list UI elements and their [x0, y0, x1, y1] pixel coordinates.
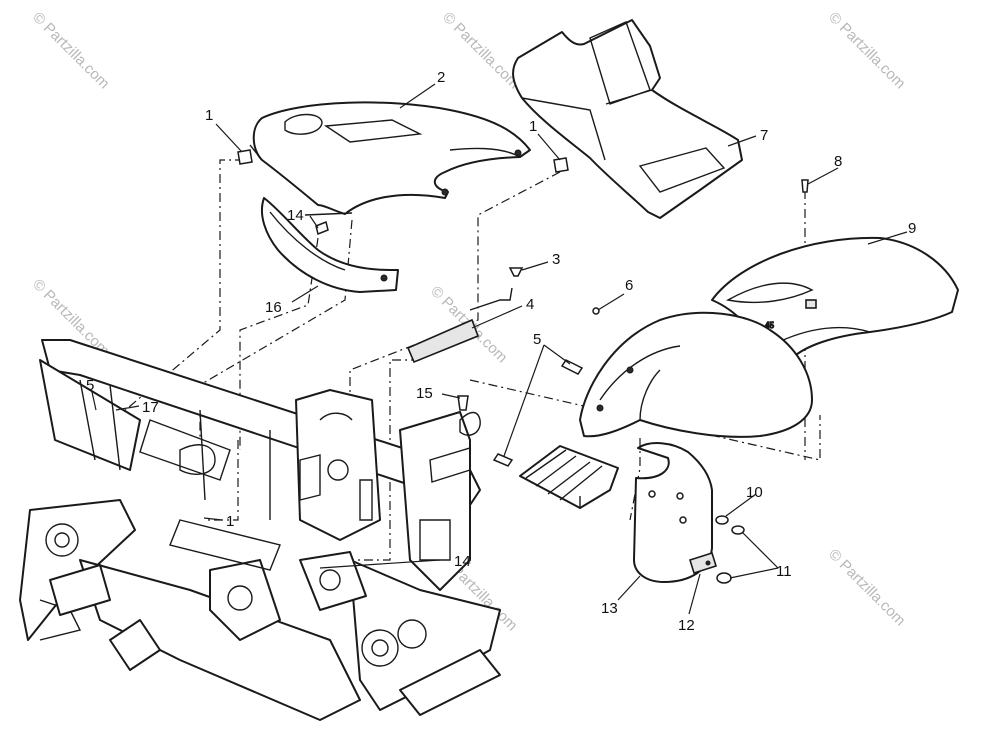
- front-cover: [249, 101, 531, 215]
- washer-10: [715, 515, 729, 525]
- callout-1-clip-lower: 1: [226, 513, 234, 530]
- callout-labels: 1 2 1 7 8 9 14 3 6 16 4 5 5 15 17 10 1 1…: [86, 69, 916, 634]
- push-rivet-6: [592, 307, 600, 315]
- callout-9-rear-fender: 9: [908, 220, 916, 237]
- callout-16-lower-panel: 16: [265, 299, 282, 316]
- callout-11-nut: 11: [776, 563, 792, 580]
- watermark-top-center: © Partzilla.com: [439, 9, 522, 92]
- leader-lines: [91, 83, 908, 615]
- hardware: [237, 149, 809, 584]
- rivet-8: [801, 179, 809, 193]
- rear-cover: [512, 19, 743, 219]
- callout-4-strap: 4: [526, 296, 534, 313]
- callout-14-screw-upper: 14: [287, 207, 304, 224]
- screw-5b: [492, 453, 514, 467]
- mud-flap-plate: [633, 442, 713, 583]
- clip-1b: [553, 157, 569, 173]
- frame: [19, 339, 501, 721]
- screw-5: [560, 359, 584, 375]
- clip-15: [457, 395, 469, 411]
- callout-5-screw-right: 5: [533, 331, 541, 348]
- callout-17-bolt: 17: [142, 399, 159, 416]
- callout-6-push-rivet: 6: [625, 277, 633, 294]
- clip-1a: [237, 149, 253, 165]
- nut-11a: [731, 525, 745, 535]
- lower-panel: [260, 197, 399, 293]
- callout-15-clip: 15: [416, 385, 433, 402]
- callout-7-rear-cover: 7: [760, 127, 768, 144]
- callout-14-screw-lower: 14: [454, 553, 471, 570]
- battery-tray: [519, 445, 619, 509]
- watermark-bottom-right: © Partzilla.com: [825, 546, 908, 629]
- svg-text:45: 45: [765, 321, 774, 330]
- callout-2-front-cover: 2: [437, 69, 445, 86]
- callout-1-clip-left: 1: [205, 107, 213, 124]
- watermark-top-left: © Partzilla.com: [29, 9, 112, 92]
- strap-bracket: [406, 287, 513, 364]
- callout-3-push-rivet: 3: [552, 251, 560, 268]
- side-fender: [579, 311, 813, 438]
- callout-5-screw-left: 5: [86, 377, 94, 394]
- watermark-top-right: © Partzilla.com: [825, 9, 908, 92]
- callout-1-clip-center: 1: [529, 118, 537, 135]
- bracket: [689, 551, 717, 575]
- nut-11b: [716, 572, 732, 584]
- callout-8-rivet: 8: [834, 153, 842, 170]
- screw-14: [315, 220, 329, 236]
- callout-12-bracket: 12: [678, 617, 695, 634]
- push-rivet-3: [508, 267, 524, 277]
- callout-13-mud-flap: 13: [601, 600, 618, 617]
- callout-10-washer: 10: [746, 484, 763, 501]
